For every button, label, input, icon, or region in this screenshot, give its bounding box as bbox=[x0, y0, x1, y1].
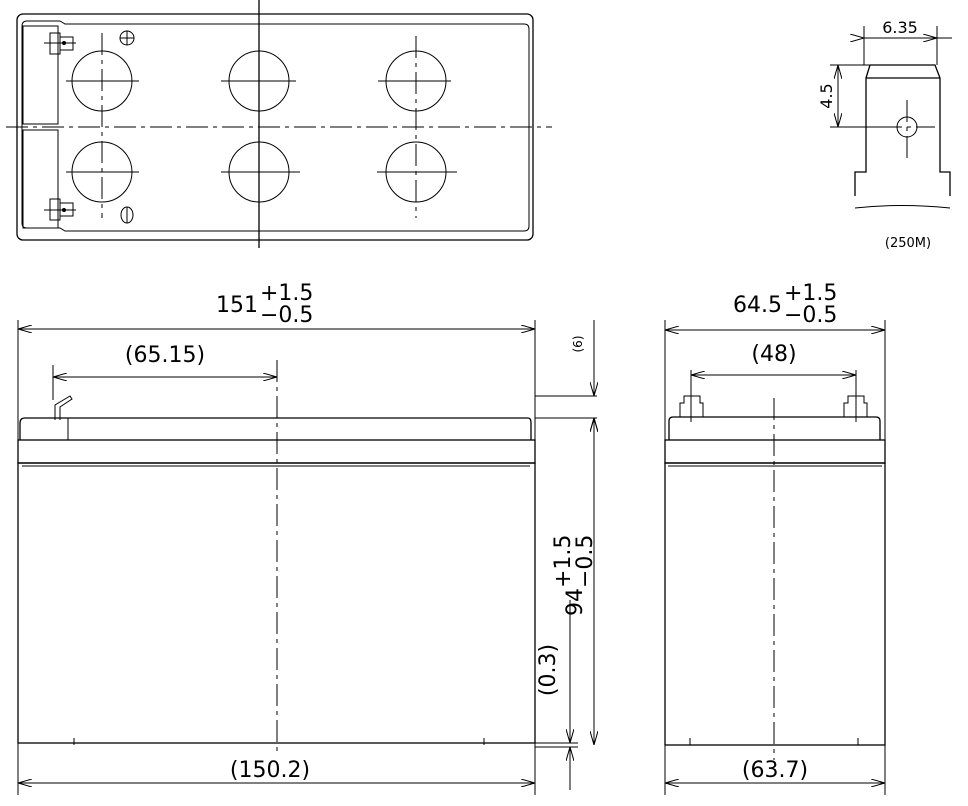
cell-vents bbox=[66, 33, 457, 218]
base-width-label: (63.7) bbox=[742, 758, 808, 783]
width-label: 64.5 bbox=[733, 293, 782, 318]
detail-height-label: 4.5 bbox=[817, 83, 836, 108]
base-gap-label: (0.3) bbox=[536, 644, 561, 696]
terminal-height-label: (6) bbox=[571, 336, 585, 353]
terminal-detail: 6.35 4.5 (250M) bbox=[817, 18, 952, 251]
height-label: 94 bbox=[563, 588, 588, 616]
terminal-offset-label: (65.15) bbox=[125, 343, 205, 368]
terminal-top-pos bbox=[44, 30, 135, 55]
side-view: 64.5 +1.5 −0.5 (48) (63.7) bbox=[664, 281, 886, 795]
terminal-top-neg bbox=[44, 198, 134, 224]
height-tol-plus: +1.5 bbox=[551, 535, 576, 588]
detail-label: (250M) bbox=[885, 236, 931, 251]
detail-width-label: 6.35 bbox=[882, 18, 918, 37]
length-tol-plus: +1.5 bbox=[260, 281, 313, 306]
height-tol-minus: −0.5 bbox=[573, 535, 598, 588]
length-tol-minus: −0.5 bbox=[260, 303, 313, 328]
front-view: 151 +1.5 −0.5 (65.15) (6) 94 +1.5 −0.5 (… bbox=[17, 281, 598, 795]
base-length-label: (150.2) bbox=[230, 758, 310, 783]
width-tol-minus: −0.5 bbox=[784, 303, 837, 328]
terminal-spacing-label: (48) bbox=[751, 342, 796, 367]
top-view bbox=[6, 0, 552, 248]
length-label: 151 bbox=[216, 293, 258, 318]
width-tol-plus: +1.5 bbox=[784, 281, 837, 306]
